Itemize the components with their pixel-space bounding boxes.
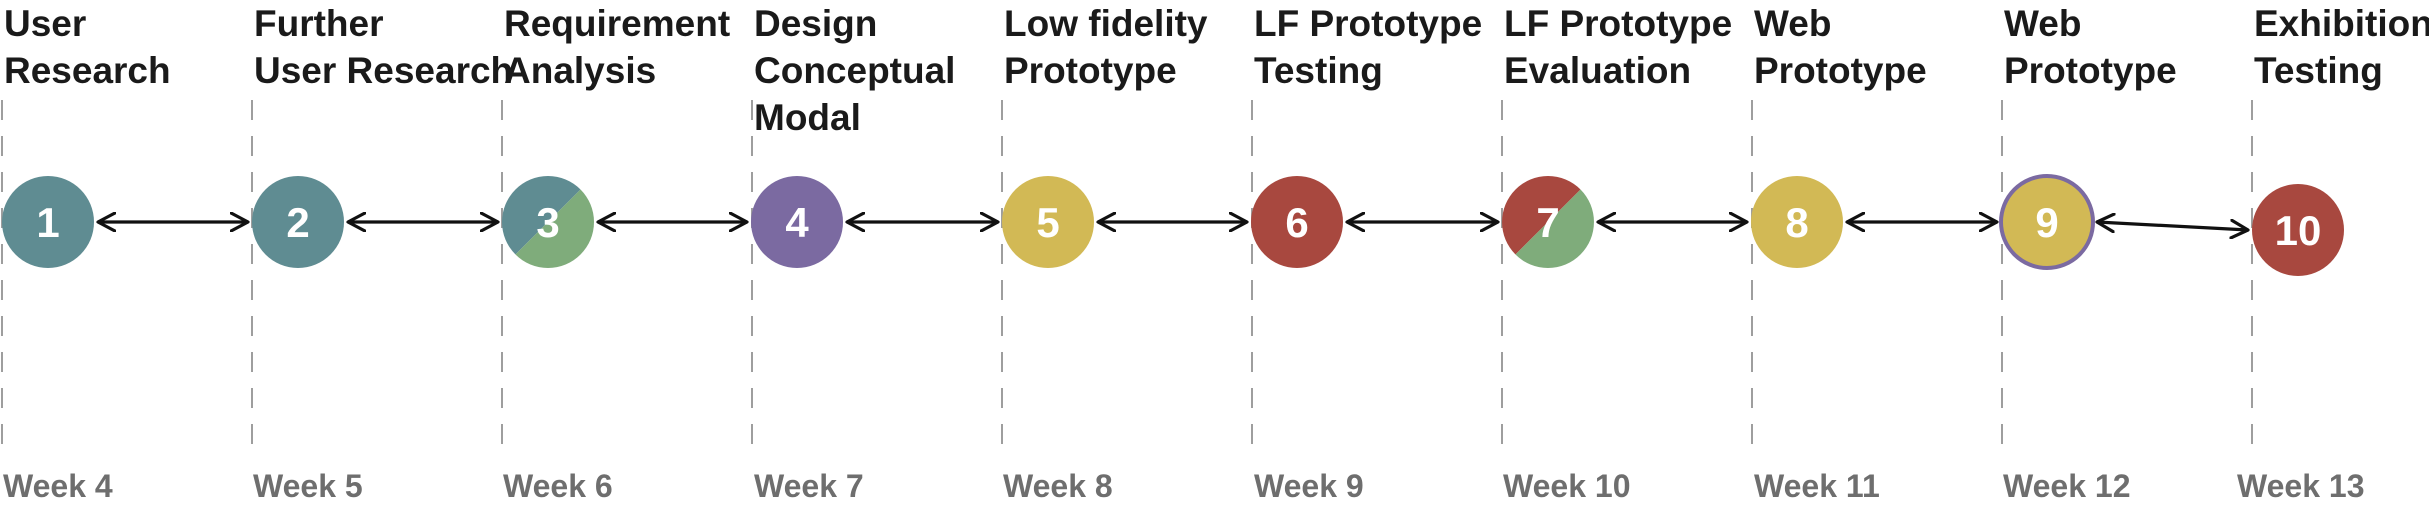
stage-node: 5: [1002, 176, 1094, 268]
stage-title-line: Testing: [1254, 50, 1383, 91]
week-label: Week 8: [1003, 468, 1113, 504]
stage-circle-upper-half: [502, 176, 581, 255]
stage-node: 1: [2, 176, 94, 268]
week-label: Week 12: [2003, 468, 2131, 504]
bidirectional-arrow: [2097, 222, 2248, 230]
stage-number: 7: [1536, 199, 1559, 246]
week-label: Week 11: [1754, 468, 1880, 504]
stage-node: 10: [2252, 184, 2344, 276]
stage-number: 10: [2275, 207, 2322, 254]
stage-node: 8: [1751, 176, 1843, 268]
stage-title-line: Web: [1754, 3, 1832, 44]
stage-circle: [1751, 176, 1843, 268]
stage-node: 2: [252, 176, 344, 268]
stage-number: 2: [286, 199, 309, 246]
stage-title-line: Research: [4, 50, 171, 91]
stage-title-line: User: [4, 3, 87, 44]
stage-title-line: Conceptual: [754, 50, 956, 91]
stage-number: 6: [1285, 199, 1308, 246]
stage-number: 8: [1785, 199, 1808, 246]
stage-title-line: User Research: [254, 50, 514, 91]
stage-title-line: Design: [754, 3, 878, 44]
stage-title-line: Requirement: [504, 3, 731, 44]
stage-title-line: Exhibition: [2254, 3, 2429, 44]
stage-circle: [1999, 174, 2095, 270]
stage-title-line: Analysis: [504, 50, 657, 91]
week-label: Week 7: [754, 468, 864, 504]
stage-circle-upper-half: [1502, 176, 1581, 255]
stage-circle: [1251, 176, 1343, 268]
stage-title-line: Web: [2004, 3, 2082, 44]
stage-title-line: Prototype: [1004, 50, 1177, 91]
stage-circle-lower-half: [1515, 189, 1594, 268]
stage-title-line: LF Prototype: [1254, 3, 1483, 44]
week-label: Week 9: [1254, 468, 1364, 504]
stage-title-line: Prototype: [1754, 50, 1927, 91]
stage-title-line: Low fidelity: [1004, 3, 1208, 44]
stage-circle: [2252, 184, 2344, 276]
week-label: Week 5: [253, 468, 363, 504]
stage-circle: [751, 176, 843, 268]
week-label: Week 10: [1503, 468, 1631, 504]
stage-number: 5: [1036, 199, 1059, 246]
stage-number: 9: [2035, 199, 2058, 246]
week-label: Week 6: [503, 468, 613, 504]
stage-circle-lower-half: [515, 189, 594, 269]
week-label: Week 13: [2237, 468, 2365, 504]
stage-title-line: Evaluation: [1504, 50, 1692, 91]
stage-number: 1: [36, 199, 59, 246]
stage-title-line: Prototype: [2004, 50, 2177, 91]
stage-number: 4: [785, 199, 809, 246]
stage-node: 4: [751, 176, 843, 268]
stage-circle: [2, 176, 94, 268]
stage-title-line: LF Prototype: [1504, 3, 1733, 44]
stage-title-line: Further: [254, 3, 384, 44]
stage-title-line: Testing: [2254, 50, 2383, 91]
stage-number: 3: [536, 199, 559, 246]
stage-circle: [1002, 176, 1094, 268]
stage-circle: [252, 176, 344, 268]
stage-node: 3: [502, 176, 594, 269]
stage-node: 6: [1251, 176, 1343, 268]
stage-title-line: Modal: [754, 97, 861, 138]
stage-node: 9: [1999, 174, 2095, 270]
stage-node: 7: [1502, 176, 1594, 268]
week-label: Week 4: [3, 468, 113, 504]
